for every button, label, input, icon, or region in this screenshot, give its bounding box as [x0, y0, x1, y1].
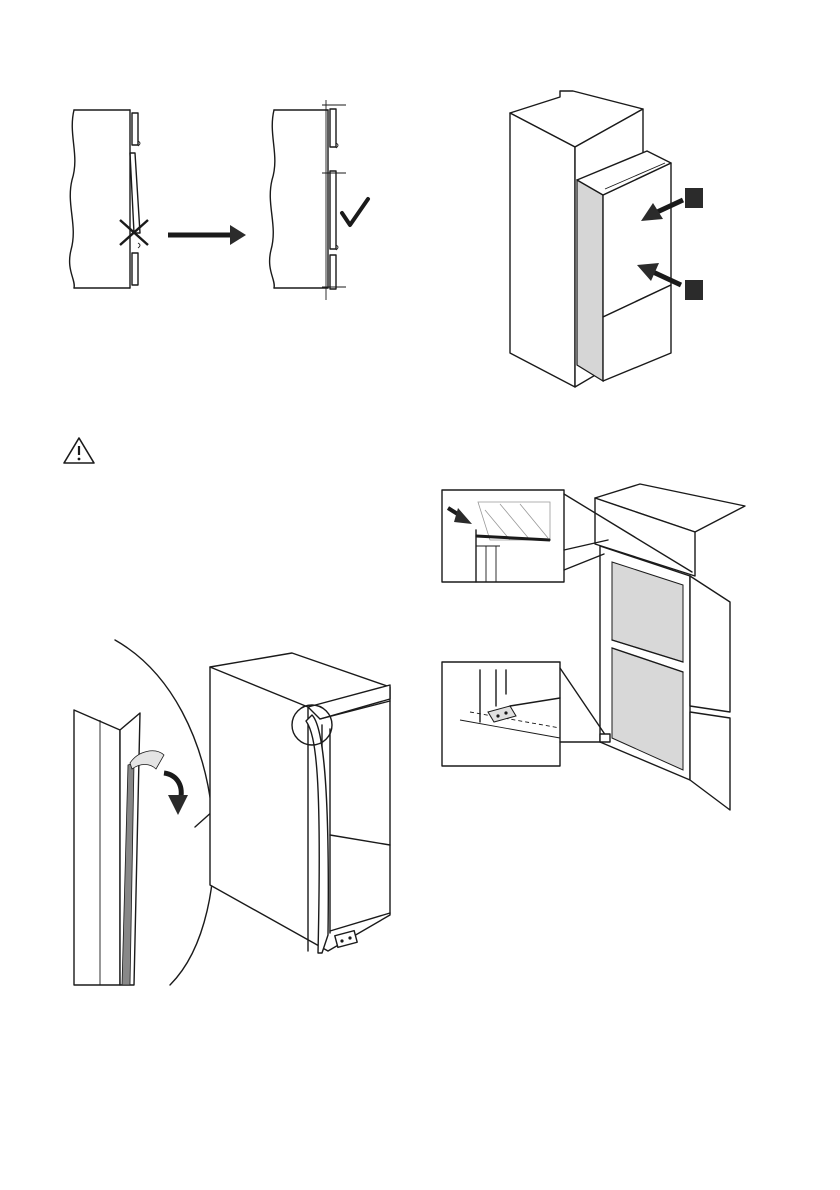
door-gasket-figure	[440, 480, 750, 815]
appliance-push-figure	[505, 85, 715, 400]
checkmark-icon	[342, 199, 368, 225]
warning-triangle-icon	[62, 436, 96, 466]
seal-alignment-figure	[60, 95, 390, 305]
warning-symbol	[62, 436, 96, 466]
arrow-right-icon	[168, 225, 246, 245]
seal-strip-figure	[60, 635, 395, 990]
curved-arrow-icon	[164, 773, 188, 815]
